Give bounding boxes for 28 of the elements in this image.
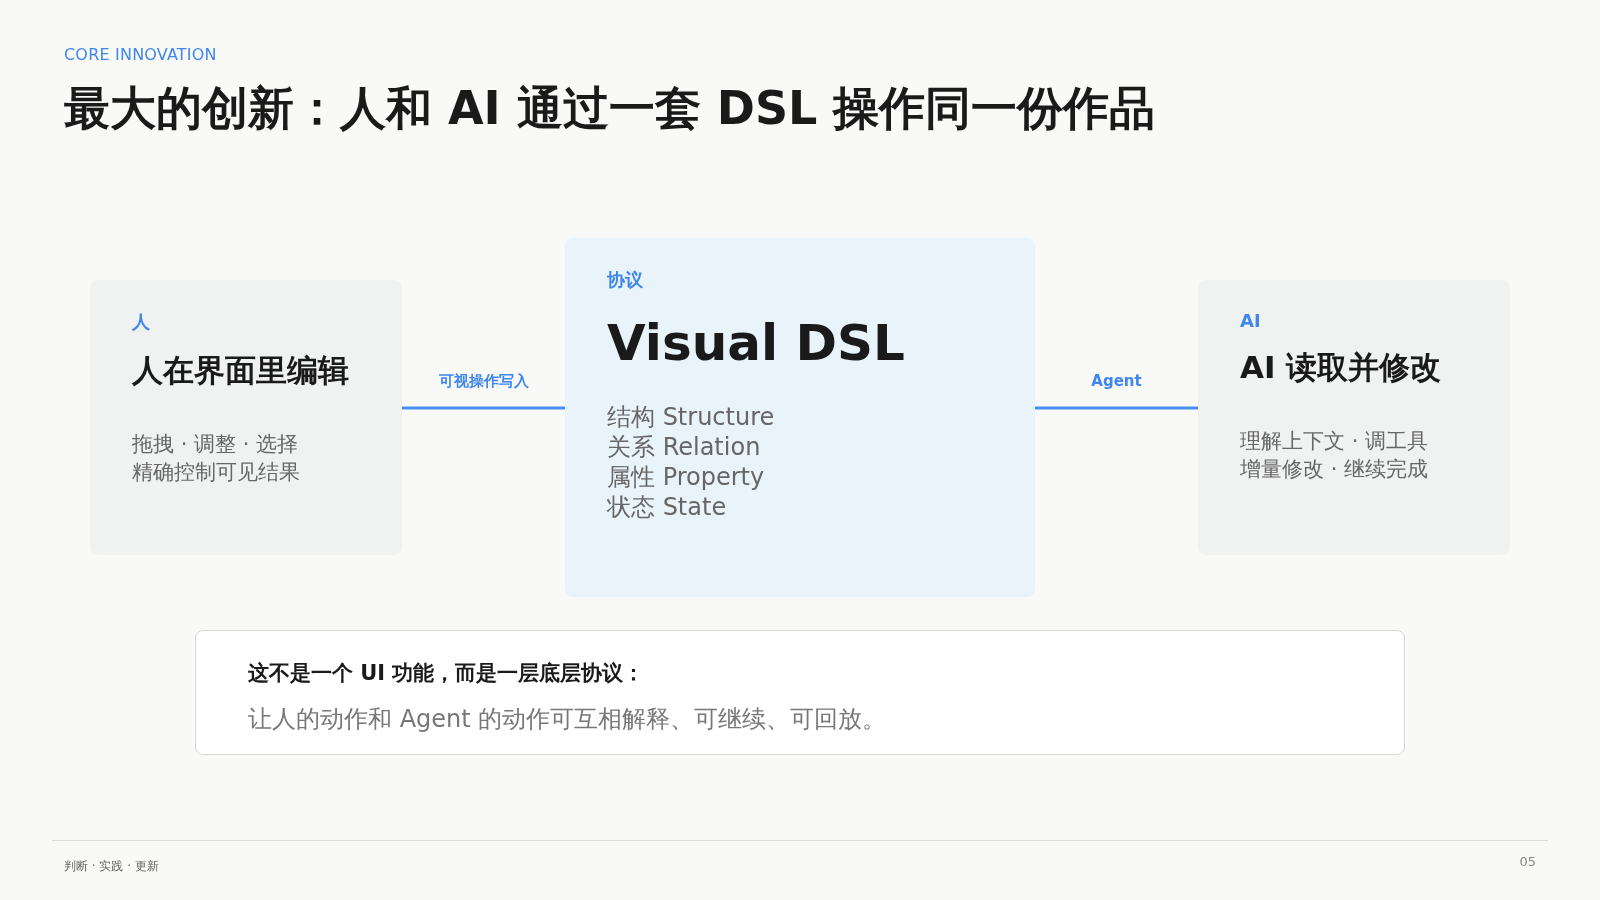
section-kicker: CORE INNOVATION — [64, 45, 217, 64]
note-card — [195, 630, 1405, 755]
actor-card — [90, 280, 402, 555]
card-text: 拖拽 · 调整 · 选择 — [132, 431, 300, 458]
card-text: 状态 State — [607, 492, 728, 522]
note-text: 让人的动作和 Agent 的动作可互相解释、可继续、可回放。 — [248, 704, 888, 735]
card-heading: AI 读取并修改 — [1240, 348, 1443, 387]
card-text: 关系 Relation — [607, 432, 762, 462]
note-heading: 这不是一个 UI 功能，而是一层底层协议： — [248, 660, 646, 687]
page-title: 最大的创新：人和 AI 通过一套 DSL 操作同一份作品 — [64, 80, 1156, 137]
card-text: 结构 Structure — [607, 402, 776, 432]
edge-label: 可视操作写入 — [438, 372, 529, 391]
footer-text: 判断 · 实践 · 更新 — [64, 858, 159, 875]
card-heading: 人在界面里编辑 — [132, 351, 350, 390]
tag-label: 人 — [132, 310, 151, 334]
connector-line — [1035, 406, 1198, 410]
page-number: 05 — [1519, 854, 1536, 869]
edge-label: Agent — [1091, 372, 1142, 390]
tag-label: AI — [1240, 310, 1262, 331]
card-text: 增量修改 · 继续完成 — [1240, 456, 1430, 483]
card-title: Visual DSL — [607, 314, 906, 372]
actor-card — [1198, 280, 1510, 555]
connector-line — [402, 406, 565, 410]
card-text: 理解上下文 · 调工具 — [1240, 428, 1430, 455]
protocol-card — [565, 238, 1035, 597]
card-text: 属性 Property — [607, 462, 766, 492]
tag-label: 协议 — [607, 268, 644, 292]
card-text: 精确控制可见结果 — [132, 459, 301, 486]
